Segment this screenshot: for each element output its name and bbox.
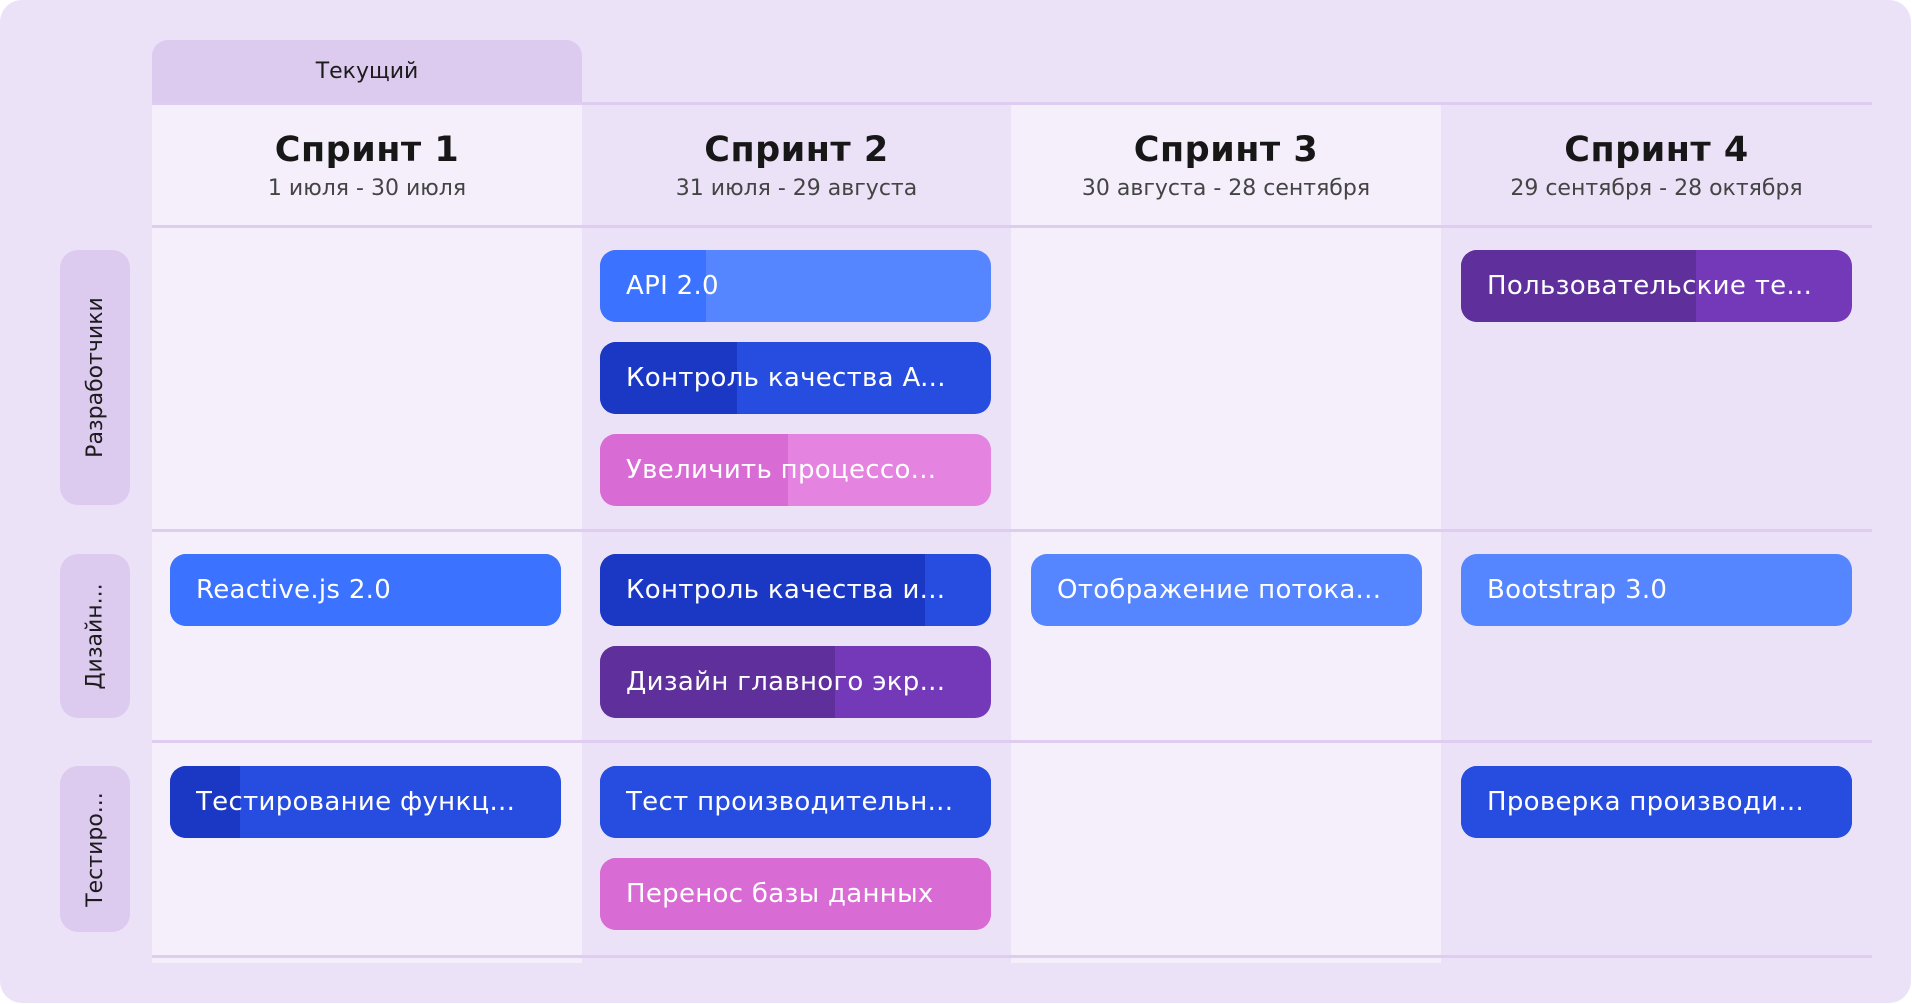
task-card-label: Дизайн главного экр...: [626, 667, 946, 697]
sprint-header-2[interactable]: Спринт 2 31 июля - 29 августа: [582, 106, 1011, 226]
row-label-design[interactable]: Дизайн...: [60, 554, 130, 718]
progress-fill: [600, 250, 706, 322]
current-sprint-tab: Текущий: [152, 40, 582, 103]
sprint-title: Спринт 1: [274, 130, 460, 170]
progress-fill: [600, 342, 737, 414]
grid-line-header-top: [152, 102, 1872, 105]
task-card-label: Reactive.js 2.0: [196, 575, 392, 605]
task-card[interactable]: Контроль качества A...: [600, 342, 991, 414]
current-sprint-label: Текущий: [315, 59, 419, 84]
progress-fill: [600, 646, 835, 718]
sprint-dates: 30 августа - 28 сентября: [1081, 176, 1371, 201]
progress-fill: [1461, 766, 1852, 838]
row-label-text: Разработчики: [82, 297, 108, 458]
grid-line-row-1: [152, 529, 1872, 532]
task-card-label: Пользовательские те...: [1487, 271, 1813, 301]
task-card[interactable]: Пользовательские те...: [1461, 250, 1852, 322]
progress-fill: [600, 858, 991, 930]
row-label-text: Тестиро...: [82, 791, 108, 907]
task-card[interactable]: Увеличить процессо...: [600, 434, 991, 506]
task-card-label: Перенос базы данных: [626, 879, 934, 909]
progress-fill: [170, 766, 241, 838]
row-label-text: Дизайн...: [82, 582, 108, 690]
task-card-label: Увеличить процессо...: [626, 455, 937, 485]
grid-line-row-2: [152, 740, 1872, 743]
progress-fill: [1461, 250, 1696, 322]
progress-fill: [600, 554, 925, 626]
task-card-label: Контроль качества A...: [626, 363, 946, 393]
grid-line-row-3: [152, 955, 1872, 958]
task-card[interactable]: Отображение потока...: [1031, 554, 1422, 626]
task-card-label: Bootstrap 3.0: [1487, 575, 1668, 605]
task-card[interactable]: API 2.0: [600, 250, 991, 322]
sprint-title: Спринт 3: [1133, 130, 1319, 170]
task-card-label: API 2.0: [626, 271, 719, 301]
task-card[interactable]: Дизайн главного экр...: [600, 646, 991, 718]
progress-fill: [170, 554, 561, 626]
task-card[interactable]: Bootstrap 3.0: [1461, 554, 1852, 626]
task-card-label: Тестирование функц...: [196, 787, 516, 817]
sprint-title: Спринт 4: [1564, 130, 1749, 170]
task-card[interactable]: Reactive.js 2.0: [170, 554, 561, 626]
task-card-label: Тест производительн...: [626, 787, 954, 817]
task-card-label: Отображение потока...: [1057, 575, 1382, 605]
column-sprint-3-bg: [1011, 103, 1441, 963]
task-card-label: Контроль качества и...: [626, 575, 946, 605]
sprint-header-4[interactable]: Спринт 4 29 сентября - 28 октября: [1441, 106, 1872, 226]
task-card[interactable]: Тест производительн...: [600, 766, 991, 838]
task-card-label: Проверка производи...: [1487, 787, 1805, 817]
task-card[interactable]: Контроль качества и...: [600, 554, 991, 626]
sprint-header-3[interactable]: Спринт 3 30 августа - 28 сентября: [1011, 106, 1441, 226]
sprint-dates: 31 июля - 29 августа: [675, 176, 918, 201]
sprint-dates: 29 сентября - 28 октября: [1510, 176, 1803, 201]
task-card[interactable]: Перенос базы данных: [600, 858, 991, 930]
sprint-dates: 1 июля - 30 июля: [267, 176, 467, 201]
task-card[interactable]: Тестирование функц...: [170, 766, 561, 838]
row-label-testing[interactable]: Тестиро...: [60, 766, 130, 932]
sprint-title: Спринт 2: [704, 130, 889, 170]
progress-fill: [600, 434, 788, 506]
sprint-header-1[interactable]: Спринт 1 1 июля - 30 июля: [152, 106, 582, 226]
row-label-developers[interactable]: Разработчики: [60, 250, 130, 505]
task-card[interactable]: Проверка производи...: [1461, 766, 1852, 838]
progress-fill: [600, 766, 991, 838]
grid-line-header-bottom: [152, 225, 1872, 228]
